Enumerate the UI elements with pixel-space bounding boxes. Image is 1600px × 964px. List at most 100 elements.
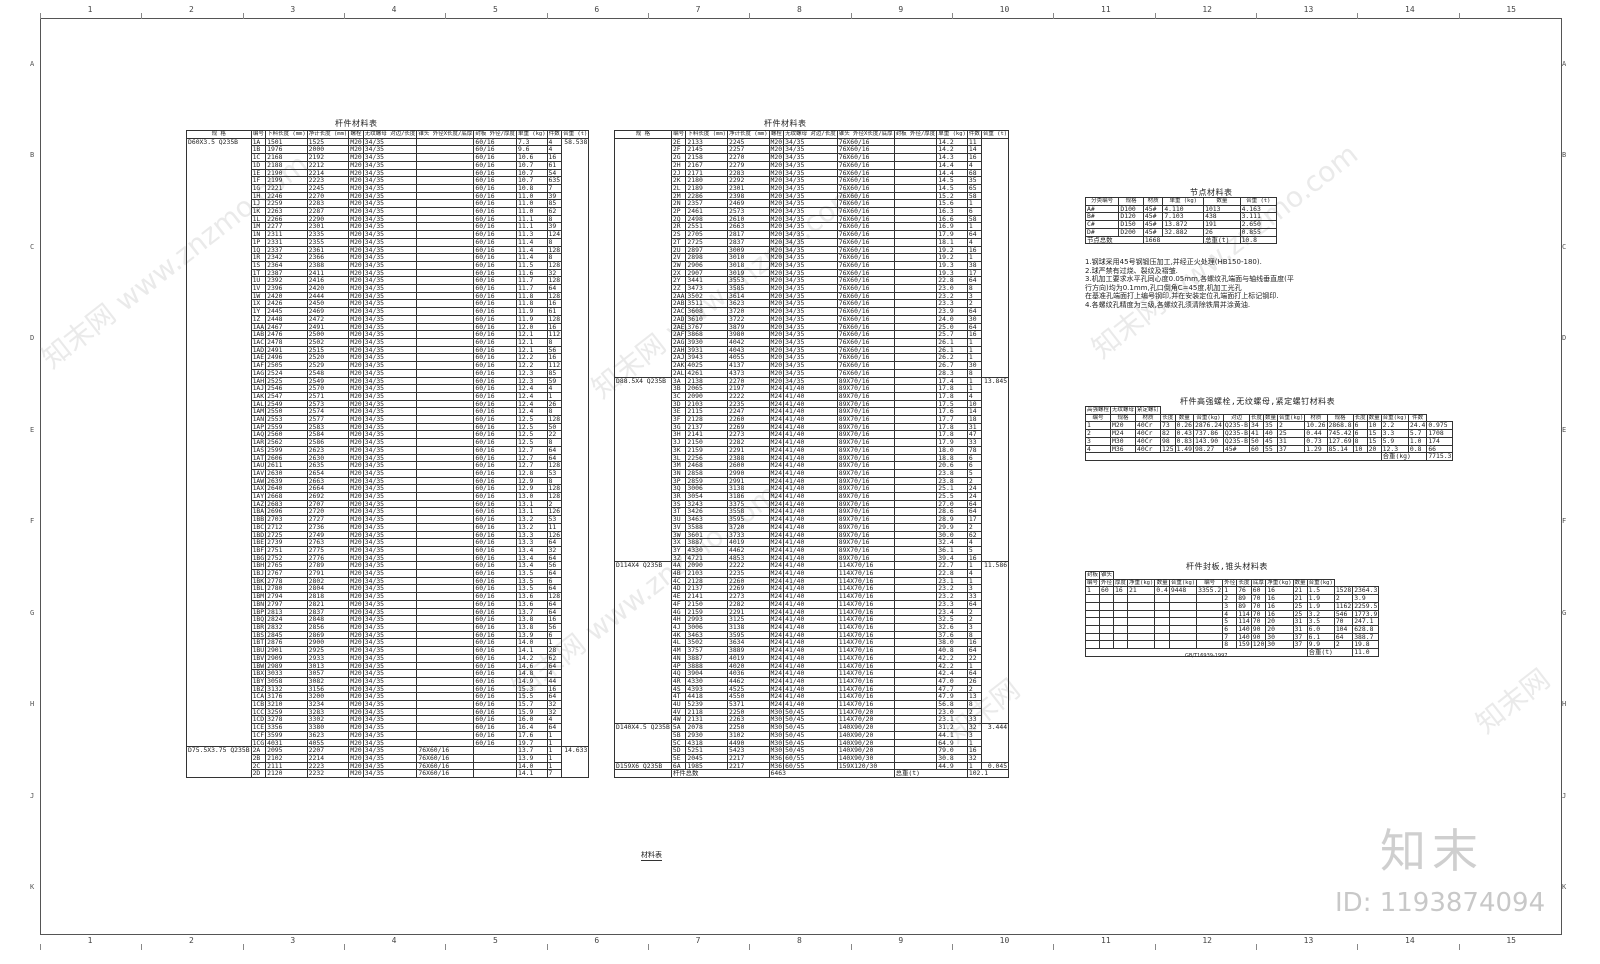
column-marker: 4 <box>391 936 397 945</box>
column-marker: 3 <box>290 936 296 945</box>
table-cell: 34/35 <box>783 160 838 170</box>
column-tick <box>952 944 953 950</box>
table-cell <box>416 176 475 185</box>
table-cell <box>893 153 938 162</box>
column-tick <box>344 944 345 950</box>
footer-total: 10.8 <box>1239 235 1278 245</box>
table-cell <box>893 476 938 486</box>
table-cell: 16 <box>966 553 982 563</box>
brand-id: ID: 1193874094 <box>1335 888 1546 918</box>
column-marker: 15 <box>1506 5 1516 14</box>
table-cell: 3588 <box>685 522 728 532</box>
table-cell <box>416 376 475 386</box>
table-cell: 34/35 <box>362 391 418 401</box>
table-cell: 2990 <box>726 468 770 478</box>
table-cell <box>1127 624 1156 634</box>
table-cell <box>893 638 938 648</box>
table-cell: 3 <box>966 730 982 740</box>
column-header: 封板 外径/厚度 <box>893 130 938 139</box>
table-cell <box>416 692 475 702</box>
table-cell: 60/16 <box>473 391 517 401</box>
table-cell: 10 <box>1352 444 1368 454</box>
table-cell <box>893 730 938 740</box>
table-cell: 14.9 <box>515 676 548 686</box>
table-cell: 18.1 <box>936 237 968 247</box>
table-cell: 4N <box>670 653 687 663</box>
column-tick <box>952 13 953 19</box>
table-cell: 2T <box>670 237 687 247</box>
column-tick <box>648 944 649 950</box>
table-cell: 98.27 <box>1192 444 1224 454</box>
footer-row: 合重(t)11.0 <box>1085 648 1380 657</box>
column-tick <box>850 944 852 950</box>
table-cell <box>1113 609 1129 619</box>
table-cell <box>893 453 938 463</box>
table-cell: 29.9 <box>936 522 968 532</box>
column-tick <box>1256 944 1257 950</box>
table-cell <box>893 569 938 578</box>
table-cell: 2120 <box>265 769 308 779</box>
table-cell: 10.8 <box>515 183 548 193</box>
table-cell <box>416 430 475 440</box>
table-cell <box>416 322 475 332</box>
table-cell <box>416 330 475 339</box>
row-marker: F <box>30 517 35 526</box>
column-tick <box>445 13 447 19</box>
table-cell <box>416 584 475 594</box>
table-cell: 1.49 <box>1174 444 1194 454</box>
table-cell: 89X70/16 <box>836 445 895 455</box>
group-header: 封板 <box>1084 571 1101 580</box>
table-cell <box>416 361 475 370</box>
table-cell: 159X120/30 <box>836 761 895 771</box>
table-cell <box>1196 594 1224 603</box>
table-cell: 60/16 <box>473 653 517 663</box>
table-cell: 8 <box>966 368 982 378</box>
table-cell: 1 <box>546 391 563 401</box>
table-cell: 125 <box>1160 444 1176 454</box>
table-cell: 114X70/16 <box>836 676 895 686</box>
table-cell: 4462 <box>726 676 770 686</box>
table-cell: 23.3 <box>936 599 968 609</box>
table-cell: 2H <box>670 160 687 170</box>
table-cell: 76X60/16 <box>836 183 895 193</box>
table-cell <box>893 353 938 363</box>
group-header: 紧定螺钉 <box>1135 406 1162 415</box>
table-cell: 76X60/16 <box>836 237 895 247</box>
table-cell: 60/16 <box>473 522 517 532</box>
table-cell: 64 <box>546 599 563 609</box>
table-cell: 12.3 <box>515 368 548 378</box>
table-cell <box>416 314 475 324</box>
table-cell <box>1127 609 1156 619</box>
table-cell: 2797 <box>265 599 308 609</box>
table-cell <box>1127 601 1156 611</box>
table-cell <box>416 499 475 509</box>
table-cell <box>893 468 938 478</box>
table-cell: 13.9 <box>515 753 548 763</box>
table-cell: 21 <box>1127 586 1156 596</box>
table-cell: 0.8 <box>1407 444 1428 454</box>
table-cell: 12.8 <box>515 468 548 478</box>
table-cell: 1AS <box>250 445 267 455</box>
spec-cell: D60X3.5 Q235B <box>186 137 252 748</box>
column-marker: 9 <box>898 5 904 14</box>
table-cell <box>893 553 938 563</box>
table-cell: 140 <box>1236 624 1252 634</box>
group-header: 无纹螺母 <box>1110 406 1137 415</box>
table-cell: 30 <box>966 361 982 370</box>
table-cell <box>1196 632 1224 642</box>
table-cell: 1Z <box>250 314 267 324</box>
